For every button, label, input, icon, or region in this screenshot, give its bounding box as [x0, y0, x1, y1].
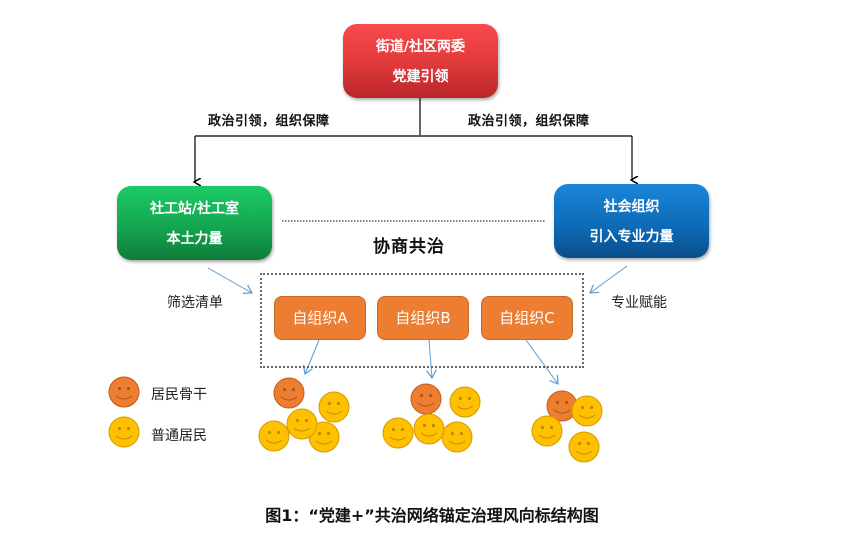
cluster-b — [382, 383, 481, 453]
cluster-a — [258, 377, 350, 453]
party-leadership-box: 街道/社区两委 党建引领 — [343, 24, 498, 98]
legend-backbone-smiley-icon — [108, 376, 140, 408]
social-organization-box: 社会组织 引入专业力量 — [554, 184, 709, 258]
co-governance-title: 协商共治 — [373, 237, 445, 257]
self-organization-group — [260, 273, 584, 368]
resident-smiley-icon — [413, 413, 445, 445]
resident-smiley-icon — [258, 420, 290, 452]
arrow-left-to-group — [207, 267, 252, 293]
branch-label-left: 政治引领，组织保障 — [208, 114, 330, 129]
top-box-line1: 街道/社区两委 — [375, 39, 466, 55]
right-box-line2: 引入专业力量 — [589, 229, 674, 245]
resident-smiley-icon — [441, 421, 473, 453]
resident-smiley-icon — [308, 421, 340, 453]
resident-smiley-icon — [286, 408, 318, 440]
resident-smiley-icon — [318, 391, 350, 423]
figure-caption: 图1：“党建+”共治网络锚定治理风向标结构图 — [265, 506, 599, 525]
self-org-b: 自组织B — [377, 296, 469, 340]
arrow-org-c — [525, 339, 558, 384]
resident-smiley-icon — [571, 395, 603, 427]
arrow-org-b — [429, 339, 432, 378]
arrow-right-to-group — [590, 265, 628, 293]
arrow-org-a — [305, 339, 320, 374]
resident-smiley-icon — [449, 386, 481, 418]
side-label-left: 筛选清单 — [167, 295, 223, 311]
legend-resident-label: 普通居民 — [151, 428, 207, 444]
backbone-smiley-icon — [273, 377, 305, 409]
legend-backbone-label: 居民骨干 — [151, 387, 207, 403]
social-work-station-box: 社工站/社工室 本土力量 — [117, 186, 272, 260]
legend-resident-smiley-icon — [108, 416, 140, 448]
top-box-line2: 党建引领 — [392, 69, 449, 85]
resident-smiley-icon — [568, 431, 600, 463]
resident-smiley-icon — [531, 415, 563, 447]
cluster-c — [531, 390, 603, 463]
left-box-line1: 社工站/社工室 — [149, 201, 240, 217]
backbone-smiley-icon — [410, 383, 442, 415]
right-box-line1: 社会组织 — [603, 199, 660, 215]
self-org-c: 自组织C — [481, 296, 573, 340]
side-label-right: 专业赋能 — [611, 295, 667, 311]
self-org-a: 自组织A — [274, 296, 366, 340]
branch-label-right: 政治引领，组织保障 — [468, 114, 590, 129]
resident-smiley-icon — [382, 417, 414, 449]
left-box-line2: 本土力量 — [166, 231, 223, 247]
